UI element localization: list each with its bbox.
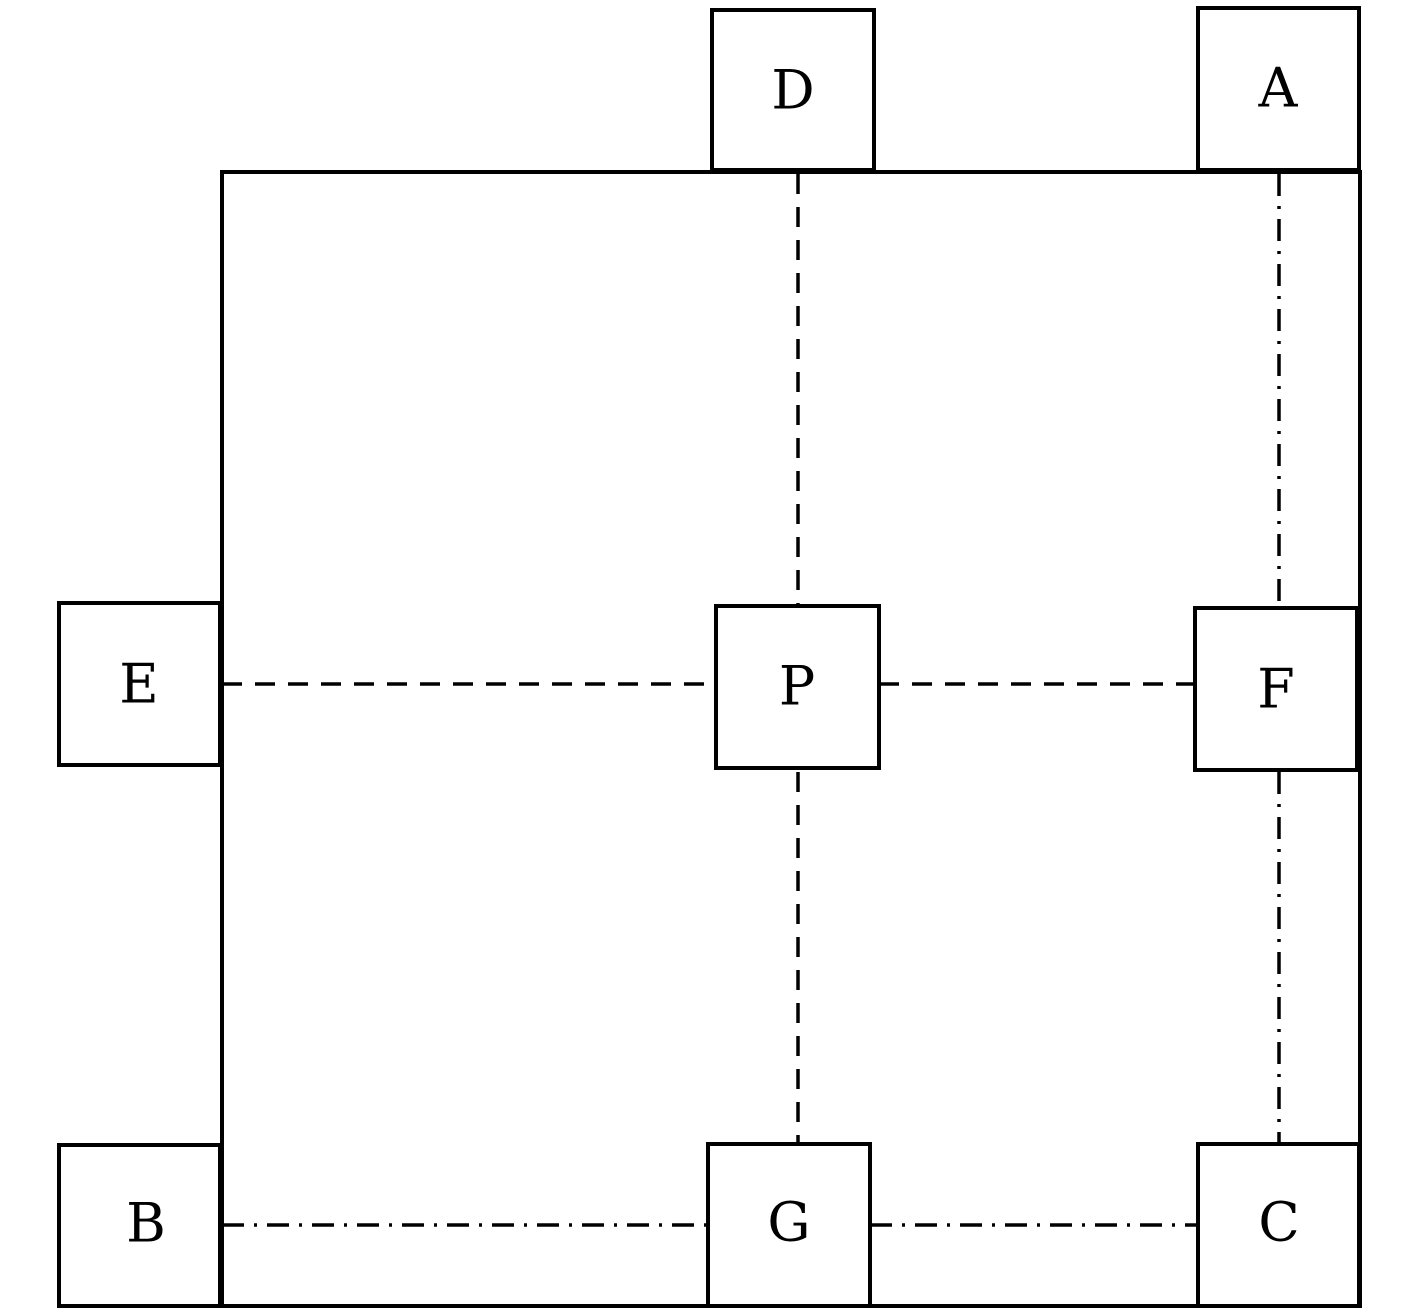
node-a: A bbox=[1196, 6, 1361, 172]
node-g: G bbox=[706, 1142, 872, 1308]
node-b: B bbox=[57, 1143, 222, 1308]
node-f-label: F bbox=[1257, 658, 1294, 721]
node-e: E bbox=[57, 601, 222, 767]
node-d-label: D bbox=[771, 59, 814, 122]
node-c: C bbox=[1196, 1142, 1361, 1308]
node-p-label: P bbox=[779, 655, 815, 718]
node-b-box bbox=[57, 1143, 222, 1308]
node-b-label: B bbox=[126, 1192, 166, 1255]
edges bbox=[222, 174, 1281, 1227]
node-g-box bbox=[706, 1142, 872, 1308]
node-e-label: E bbox=[119, 653, 158, 716]
node-f-box bbox=[1193, 606, 1359, 772]
node-p-box bbox=[714, 604, 881, 770]
node-f: F bbox=[1193, 606, 1359, 772]
node-e-box bbox=[57, 601, 222, 767]
node-g-label: G bbox=[767, 1191, 810, 1254]
node-a-label: A bbox=[1258, 57, 1299, 120]
node-c-label: C bbox=[1258, 1191, 1299, 1254]
node-a-box bbox=[1196, 6, 1361, 172]
node-p: P bbox=[714, 604, 881, 770]
node-c-box bbox=[1196, 1142, 1361, 1308]
node-d-box bbox=[710, 8, 876, 172]
node-d: D bbox=[710, 8, 876, 172]
